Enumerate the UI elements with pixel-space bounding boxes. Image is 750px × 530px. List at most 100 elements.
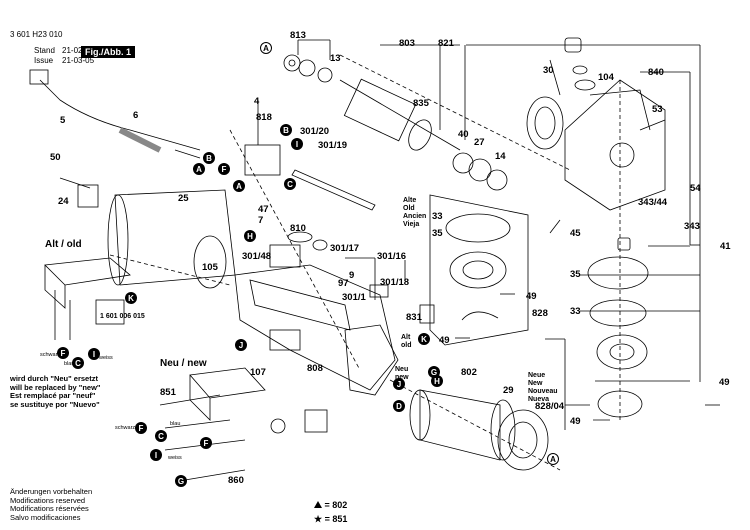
part-label-33: 33 — [432, 211, 443, 222]
star-icon: ★ — [314, 514, 323, 524]
part-label-33b: 33 — [570, 306, 581, 317]
connector-b-switch: B — [280, 124, 292, 136]
part-label-107: 107 — [250, 367, 266, 378]
connector-f-alt: F — [57, 347, 69, 359]
nouveau-label: Nouveau — [528, 388, 558, 395]
connector-a-bottom: A — [547, 453, 559, 465]
connector-f-new: F — [135, 422, 147, 434]
part-label-301-1: 301/1 — [342, 292, 366, 303]
changes-notice-fr: Modifications réservées — [10, 504, 89, 514]
part-label-813: 813 — [290, 30, 306, 41]
part-label-50: 50 — [50, 152, 61, 163]
part-label-29: 29 — [503, 385, 514, 396]
part-label-301-19: 301/19 — [318, 140, 348, 151]
part-label-818: 818 — [256, 112, 272, 123]
wire-blau-new: blau — [170, 421, 181, 427]
connector-f-new2: F — [200, 437, 212, 449]
replace-notice-de: wird durch "Neu" ersetzt — [10, 374, 98, 383]
connector-c-new: C — [155, 430, 167, 442]
part-label-343: 343 — [684, 221, 700, 232]
issue-date: 21-03-05 — [62, 56, 95, 65]
part-label-9: 9 — [349, 270, 355, 281]
connector-k-alt: K — [125, 292, 137, 304]
part-label-6: 6 — [133, 110, 139, 121]
part-label-97: 97 — [338, 278, 349, 289]
wire-weiss-alt: weiss — [99, 355, 113, 361]
part-label-27: 27 — [474, 137, 485, 148]
nueva-label: Nueva — [528, 396, 550, 403]
legend-star-ref: 851 — [332, 514, 348, 524]
replace-notice-es: se sustituye por "Nuevo" — [10, 399, 100, 409]
part-label-835: 835 — [413, 98, 429, 109]
connector-i-new: I — [150, 449, 162, 461]
connector-j-new: J — [393, 378, 405, 390]
part-label-49a: 49 — [526, 291, 537, 302]
part-label-802: 802 — [461, 367, 477, 378]
new-label: New — [528, 380, 543, 387]
triangle-icon — [314, 501, 322, 508]
part-label-7: 7 — [258, 215, 264, 226]
part-label-14: 14 — [495, 151, 506, 162]
changes-notice-de: Änderungen vorbehalten — [10, 487, 93, 496]
old-label: Old — [403, 205, 415, 212]
part-label-105a: 105 — [202, 262, 218, 273]
connector-a-top: A — [260, 42, 272, 54]
part-label-35: 35 — [432, 228, 443, 239]
part-label-301-16: 301/16 — [377, 251, 407, 262]
part-label-851: 851 — [160, 387, 176, 398]
connector-j: J — [235, 339, 247, 351]
part-label-808: 808 — [307, 363, 323, 374]
part-label-49c: 49 — [570, 416, 581, 427]
connector-k-old: K — [418, 333, 430, 345]
legend-triangle: = 802 — [314, 500, 347, 510]
part-label-49d: 49 — [439, 335, 450, 346]
part-label-301-18: 301/18 — [380, 277, 410, 288]
part-label-41: 41 — [720, 241, 731, 252]
part-label-828-04: 828/04 — [535, 401, 565, 412]
changes-notice-es: Salvo modificaciones — [10, 512, 81, 522]
part-label-54: 54 — [690, 183, 701, 194]
legend-star: ★ = 851 — [314, 514, 348, 524]
part-label-860: 860 — [228, 475, 244, 486]
part-label-104: 104 — [598, 72, 614, 83]
part-label-49b: 49 — [719, 377, 730, 388]
part-label-53: 53 — [652, 104, 663, 115]
part-label-810: 810 — [290, 223, 306, 234]
connector-a-switch: A — [233, 180, 245, 192]
stand-label: Stand — [34, 46, 55, 55]
new-small-label: new — [395, 374, 409, 381]
part-label-30: 30 — [543, 65, 554, 76]
part-label-831: 831 — [406, 312, 422, 323]
part-label-803: 803 — [399, 38, 415, 49]
part-label-301-20: 301/20 — [300, 126, 330, 137]
part-label-821: 821 — [438, 38, 454, 49]
ancien-label: Ancien — [403, 213, 427, 220]
neu-small-label: Neu — [395, 366, 409, 373]
part-label-4: 4 — [254, 96, 260, 107]
alte-label: Alte — [403, 197, 417, 204]
changes-notice-en: Modifications reserved — [10, 495, 86, 505]
wire-schwarz-alt: schwarz — [40, 352, 61, 358]
part-label-40: 40 — [458, 129, 469, 140]
neu-new-label: Neu / new — [160, 358, 207, 369]
replace-notice-en: will be replaced by "new" — [10, 382, 101, 392]
part-label-45: 45 — [570, 228, 581, 239]
connector-f-switch: F — [218, 163, 230, 175]
part-label-343-44: 343/44 — [638, 197, 668, 208]
part-label-301-17: 301/17 — [330, 243, 360, 254]
connector-i-alt: I — [88, 348, 100, 360]
connector-c-alt: C — [72, 357, 84, 369]
stand-date: 21-02-15 — [62, 46, 95, 55]
connector-i-switch: I — [291, 138, 303, 150]
connector-g-new: G — [175, 475, 187, 487]
connector-h: H — [244, 230, 256, 242]
part-label-13: 13 — [330, 53, 341, 64]
part-label-840: 840 — [648, 67, 664, 78]
connector-d: D — [393, 400, 405, 412]
legend-triangle-ref: 802 — [332, 500, 348, 510]
part-label-25: 25 — [178, 193, 189, 204]
replace-notice: wird durch "Neu" ersetzt will be replace… — [10, 374, 150, 410]
part-1601-label: 1 601 006 015 — [100, 313, 145, 320]
wire-blau-alt: blau — [64, 361, 75, 367]
